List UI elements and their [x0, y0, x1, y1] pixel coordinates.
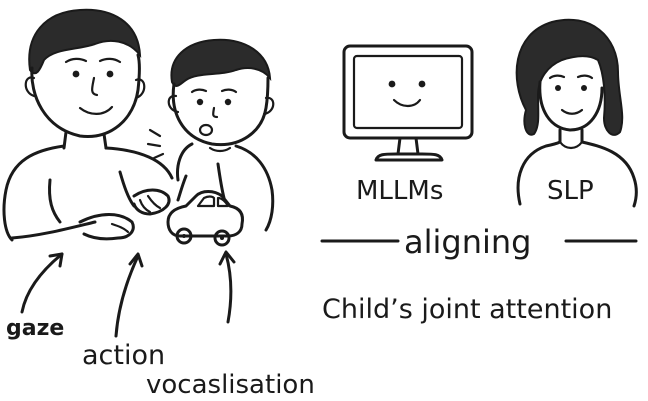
child-eye-right — [224, 98, 232, 106]
child-ear-left — [167, 94, 180, 114]
slp-hair — [515, 18, 624, 136]
adult-eye-right — [106, 70, 114, 78]
adult-hand-right — [132, 188, 171, 216]
vocalisation-mark-3 — [152, 152, 165, 160]
slp-mouth — [560, 108, 584, 115]
child-brow-left — [190, 88, 208, 94]
child-hair — [170, 38, 272, 87]
toy-car-window-front — [196, 195, 216, 208]
cue-arrows — [20, 250, 236, 338]
toy-car-hub-front — [182, 234, 186, 238]
arrow-vocalisation — [224, 252, 233, 324]
child-nose — [212, 106, 219, 119]
slp-face — [538, 80, 604, 132]
adult-nose — [91, 76, 99, 97]
child-brow-right — [220, 88, 238, 94]
adult-brow-left — [64, 57, 88, 64]
slp-collar — [558, 140, 584, 150]
label-action: action — [82, 340, 166, 371]
adult-fingers-right — [138, 194, 162, 214]
label-gaze: gaze — [6, 316, 65, 341]
adult-ear-right — [134, 78, 146, 100]
adult-fingers-left — [110, 222, 130, 234]
arrow-vocalisation-head — [218, 250, 236, 266]
monitor-smile — [392, 98, 422, 108]
adult-figure-icon — [2, 8, 174, 242]
adult-arm-left — [10, 178, 97, 240]
monitor-base — [374, 152, 444, 162]
child-figure-icon — [146, 38, 275, 232]
child-head — [171, 76, 270, 147]
child-eye-left — [196, 98, 204, 106]
label-vocalisation: vocaslisation — [146, 370, 315, 400]
adult-mouth — [78, 105, 114, 115]
monitor-frame — [342, 44, 474, 140]
adult-ear-left — [24, 76, 36, 98]
slp-body — [516, 140, 638, 208]
toy-car-wheel-back — [213, 229, 231, 247]
arrow-gaze — [20, 252, 64, 314]
child-ear-right — [262, 96, 275, 116]
label-slp: SLP — [547, 176, 594, 206]
toy-car-wheel-front — [175, 227, 193, 245]
monitor-eye-left — [388, 80, 396, 88]
toy-car-icon — [166, 190, 244, 247]
smiling-monitor-icon — [342, 44, 474, 162]
slp-brow-right — [576, 74, 594, 80]
label-mllms: MLLMs — [356, 176, 444, 206]
slp-eye-right — [581, 85, 587, 91]
toy-car-window-back — [216, 196, 230, 208]
arrow-action-head — [128, 252, 144, 268]
adult-brow-right — [98, 57, 122, 64]
slp-neck — [558, 128, 584, 144]
toy-car-hub-back — [220, 236, 224, 240]
monitor-eye-right — [418, 80, 426, 88]
slp-woman-icon — [515, 18, 638, 208]
child-mouth-open — [198, 123, 214, 137]
vocalisation-mark-1 — [148, 128, 162, 138]
adult-head — [30, 53, 141, 138]
arrow-action — [114, 254, 140, 338]
toy-car-body — [166, 190, 244, 238]
child-body — [176, 142, 275, 232]
slp-brow-left — [548, 74, 566, 80]
child-collar — [208, 146, 232, 153]
label-aligning: aligning — [404, 223, 532, 261]
adult-hand-left — [78, 213, 135, 241]
vocalisation-mark-2 — [146, 142, 162, 148]
adult-arm-right — [118, 170, 136, 208]
monitor-neck — [396, 136, 420, 156]
monitor-screen — [352, 54, 464, 130]
label-joint-attention: Child’s joint attention — [322, 294, 613, 325]
slp-eye-left — [555, 85, 561, 91]
adult-body — [2, 144, 174, 242]
adult-eye-left — [72, 70, 80, 78]
arrow-gaze-head — [48, 252, 64, 268]
adult-hair — [28, 8, 142, 75]
